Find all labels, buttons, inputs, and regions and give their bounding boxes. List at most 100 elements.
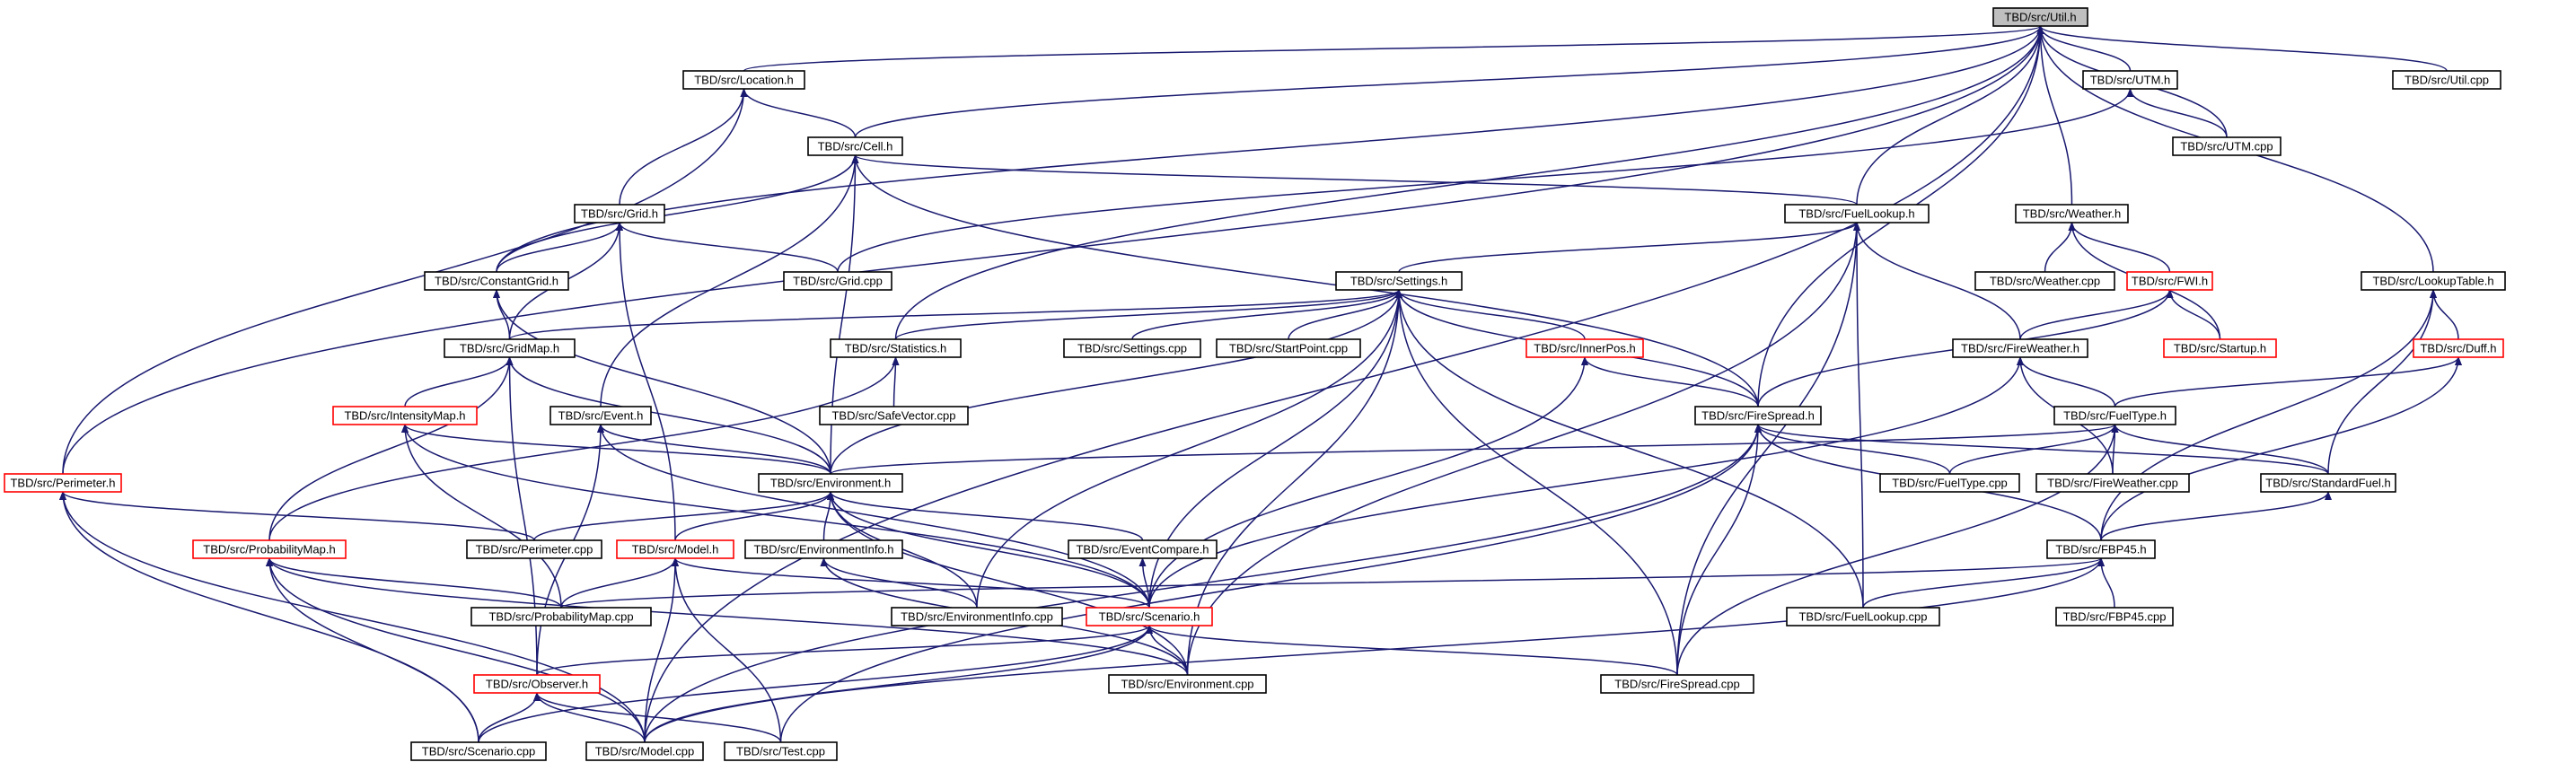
node-fbp45-cpp[interactable]: TBD/src/FBP45.cpp — [2055, 607, 2174, 626]
node-environment-cpp[interactable]: TBD/src/Environment.cpp — [1108, 674, 1267, 694]
node-lookuptable-h[interactable]: TBD/src/LookupTable.h — [2361, 271, 2506, 291]
node-probabilitymap-cpp[interactable]: TBD/src/ProbabilityMap.cpp — [470, 607, 652, 626]
edge-statistics_h-to-settings_h — [894, 289, 1402, 340]
node-safevector-cpp[interactable]: TBD/src/SafeVector.cpp — [819, 406, 969, 425]
node-fwi-h[interactable]: TBD/src/FWI.h — [2126, 271, 2213, 291]
edge-weather_cpp-to-weather_h — [2044, 222, 2076, 273]
node-settings-h[interactable]: TBD/src/Settings.h — [1335, 271, 1463, 291]
edge-fbp45_h-to-standardfuel_h — [2100, 491, 2332, 541]
edge-probabilitymap_cpp-to-intensitymap_h — [401, 424, 562, 609]
node-label: TBD/src/Grid.h — [581, 207, 658, 221]
node-box — [470, 607, 652, 626]
node-fuellookup-cpp[interactable]: TBD/src/FuelLookup.cpp — [1786, 607, 1940, 626]
node-label: TBD/src/Perimeter.cpp — [476, 543, 593, 556]
edge-environment_h-to-gridmap_h — [506, 356, 831, 475]
node-perimeter-h[interactable]: TBD/src/Perimeter.h — [4, 473, 122, 493]
edge-environment_h-to-fueltype_h — [830, 424, 2119, 475]
node-gridmap-h[interactable]: TBD/src/GridMap.h — [444, 338, 576, 358]
node-label: TBD/src/Model.cpp — [595, 745, 695, 758]
node-label: TBD/src/EnvironmentInfo.h — [753, 543, 893, 556]
edge-duff_h-to-lookuptable_h — [2430, 289, 2459, 340]
edge-innerpos_h-to-settings_h — [1395, 289, 1586, 340]
node-box — [410, 741, 547, 761]
node-scenario-cpp[interactable]: TBD/src/Scenario.cpp — [410, 741, 547, 761]
node-test-cpp[interactable]: TBD/src/Test.cpp — [724, 741, 838, 761]
edge-environment_h-to-event_h — [597, 424, 831, 475]
node-startup-h[interactable]: TBD/src/Startup.h — [2163, 338, 2277, 358]
node-fueltype-h[interactable]: TBD/src/FuelType.h — [2053, 406, 2176, 425]
node-probabilitymap-h[interactable]: TBD/src/ProbabilityMap.h — [192, 539, 347, 559]
node-grid-cpp[interactable]: TBD/src/Grid.cpp — [783, 271, 892, 291]
node-weather-h[interactable]: TBD/src/Weather.h — [2015, 204, 2129, 223]
edge-probabilitymap_cpp-to-fbp45_h — [560, 557, 2105, 609]
node-environmentinfo-h[interactable]: TBD/src/EnvironmentInfo.h — [744, 539, 903, 559]
node-label: TBD/src/Weather.cpp — [1990, 275, 2100, 288]
node-label: TBD/src/Statistics.h — [845, 342, 946, 355]
node-settings-cpp[interactable]: TBD/src/Settings.cpp — [1063, 338, 1201, 358]
node-box — [574, 204, 665, 223]
node-label: TBD/src/UTM.h — [2090, 74, 2171, 87]
node-fbp45-h[interactable]: TBD/src/FBP45.h — [2046, 539, 2156, 559]
node-label: TBD/src/Cell.h — [818, 140, 893, 153]
node-firespread-cpp[interactable]: TBD/src/FireSpread.cpp — [1600, 674, 1754, 694]
node-intensitymap-h[interactable]: TBD/src/IntensityMap.h — [332, 406, 478, 425]
node-model-h[interactable]: TBD/src/Model.h — [616, 539, 734, 559]
node-eventcompare-h[interactable]: TBD/src/EventCompare.h — [1068, 539, 1218, 559]
edge-environment_h-to-cell_h — [830, 154, 859, 475]
node-environmentinfo-cpp[interactable]: TBD/src/EnvironmentInfo.cpp — [891, 607, 1063, 626]
node-fireweather-h[interactable]: TBD/src/FireWeather.h — [1952, 338, 2088, 358]
node-scenario-h[interactable]: TBD/src/Scenario.h — [1086, 607, 1213, 626]
node-event-h[interactable]: TBD/src/Event.h — [549, 406, 652, 425]
node-weather-cpp[interactable]: TBD/src/Weather.cpp — [1974, 271, 2115, 291]
node-label: TBD/src/Environment.cpp — [1121, 678, 1253, 691]
edge-fueltype_cpp-to-fueltype_h — [1948, 424, 2119, 475]
node-fueltype-cpp[interactable]: TBD/src/FuelType.cpp — [1879, 473, 2020, 493]
node-label: TBD/src/FWI.h — [2132, 275, 2208, 288]
node-utm-h[interactable]: TBD/src/UTM.h — [2082, 70, 2178, 90]
edge-fuellookup_cpp-to-fuellookup_h — [1853, 222, 1864, 609]
edge-model_cpp-to-firespread_h — [644, 424, 1762, 743]
node-label: TBD/src/StandardFuel.h — [2265, 477, 2390, 490]
node-constantgrid-h[interactable]: TBD/src/ConstantGrid.h — [424, 271, 569, 291]
edge-firespread_h-to-innerpos_h — [1581, 356, 1759, 407]
edge-fwi_h-to-weather_h — [2068, 222, 2171, 273]
node-grid-h[interactable]: TBD/src/Grid.h — [574, 204, 665, 223]
edge-intensitymap_h-to-gridmap_h — [404, 356, 514, 407]
node-util-h[interactable]: TBD/src/Util.h — [1992, 7, 2088, 27]
node-innerpos-h[interactable]: TBD/src/InnerPos.h — [1525, 338, 1644, 358]
node-statistics-h[interactable]: TBD/src/Statistics.h — [830, 338, 962, 358]
node-observer-h[interactable]: TBD/src/Observer.h — [473, 674, 601, 694]
edge-utm_cpp-to-utm_h — [2126, 88, 2228, 138]
edge-firespread_h-to-cell_h — [851, 154, 1759, 407]
node-firespread-h[interactable]: TBD/src/FireSpread.h — [1694, 406, 1822, 425]
edge-probabilitymap_cpp-to-probabilitymap_h — [266, 557, 562, 609]
edge-fuellookup_h-to-cell_h — [851, 154, 1858, 206]
edge-grid_cpp-to-utm_h — [837, 88, 2134, 273]
node-duff-h[interactable]: TBD/src/Duff.h — [2413, 338, 2504, 358]
node-fireweather-cpp[interactable]: TBD/src/FireWeather.cpp — [2035, 473, 2190, 493]
node-model-cpp[interactable]: TBD/src/Model.cpp — [585, 741, 704, 761]
node-utm-cpp[interactable]: TBD/src/UTM.cpp — [2172, 136, 2281, 156]
node-box — [585, 741, 704, 761]
edge-settings_cpp-to-settings_h — [1131, 289, 1402, 340]
edge-firespread_cpp-to-firespread_h — [1676, 424, 1762, 676]
node-label: TBD/src/Event.h — [558, 409, 644, 423]
node-cell-h[interactable]: TBD/src/Cell.h — [807, 136, 903, 156]
node-label: TBD/src/ConstantGrid.h — [435, 275, 558, 288]
edge-probabilitymap_h-to-statistics_h — [268, 356, 900, 541]
node-fuellookup-h[interactable]: TBD/src/FuelLookup.h — [1784, 204, 1930, 223]
node-box — [1063, 338, 1201, 358]
node-util-cpp[interactable]: TBD/src/Util.cpp — [2392, 70, 2501, 90]
node-label: TBD/src/EnvironmentInfo.cpp — [901, 610, 1053, 624]
node-startpoint-cpp[interactable]: TBD/src/StartPoint.cpp — [1216, 338, 1361, 358]
node-perimeter-cpp[interactable]: TBD/src/Perimeter.cpp — [466, 539, 602, 559]
node-environment-h[interactable]: TBD/src/Environment.h — [758, 473, 903, 493]
node-location-h[interactable]: TBD/src/Location.h — [682, 70, 805, 90]
edge-environment_h-to-settings_h — [830, 289, 1402, 475]
edge-observer_h-to-scenario_h — [536, 625, 1153, 676]
node-box — [2163, 338, 2277, 358]
node-label: TBD/src/FireSpread.h — [1701, 409, 1815, 423]
node-standardfuel-h[interactable]: TBD/src/StandardFuel.h — [2260, 473, 2396, 493]
node-box — [744, 539, 903, 559]
